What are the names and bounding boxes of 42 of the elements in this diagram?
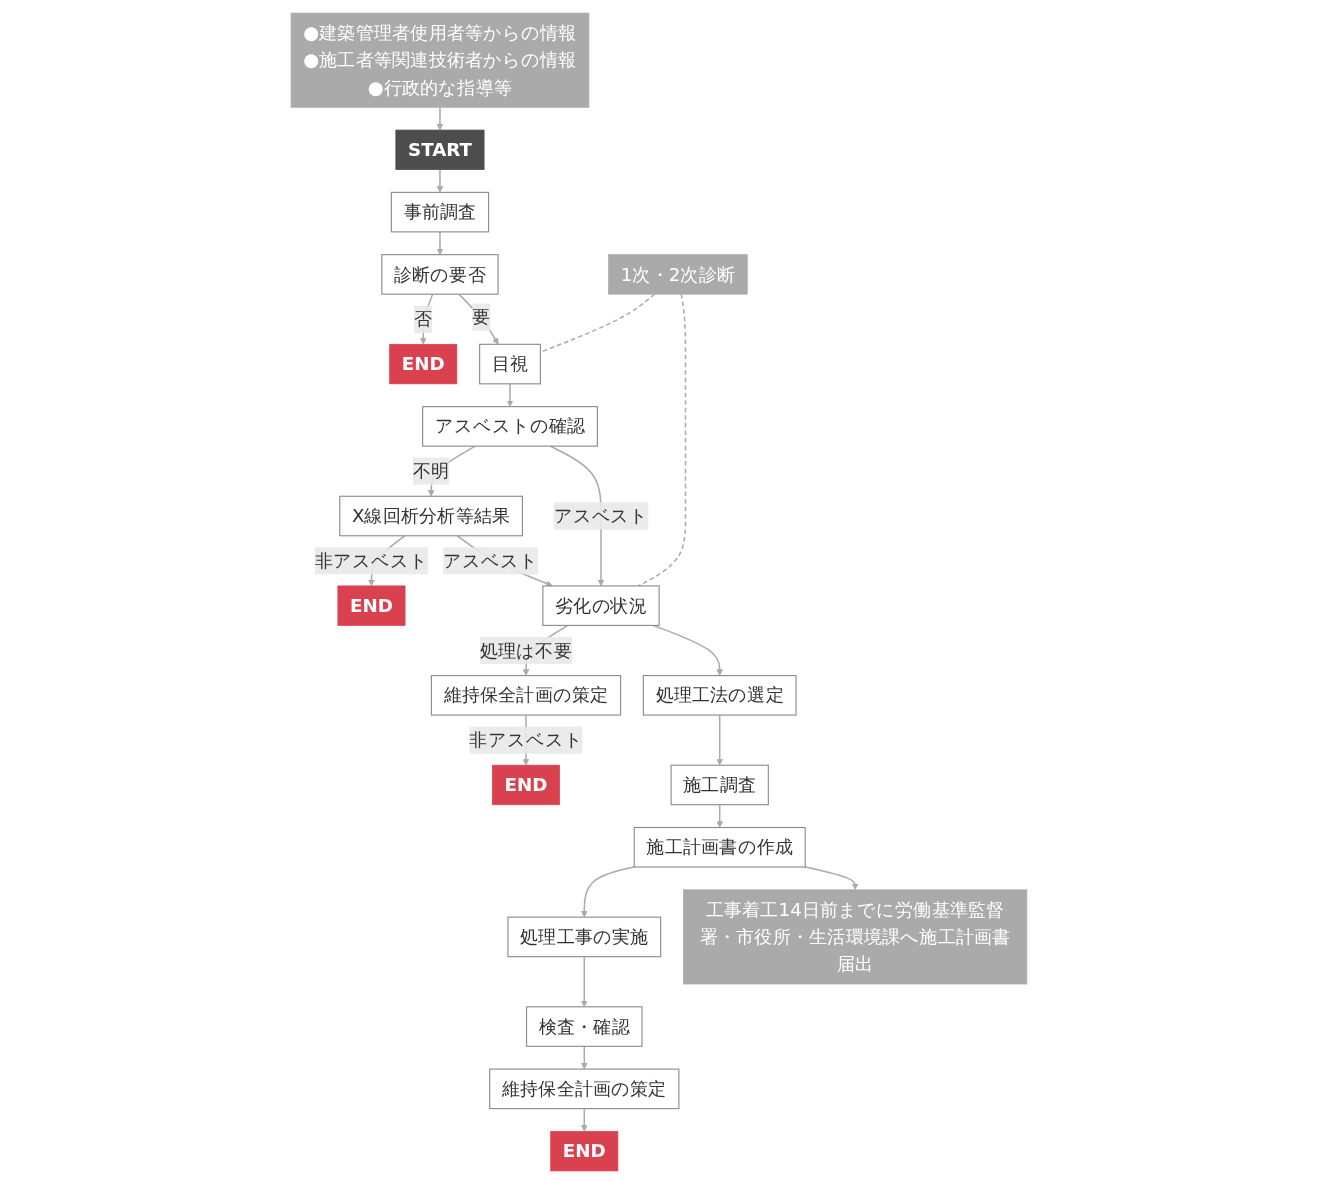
arrow: [457, 292, 499, 345]
arrow: [580, 955, 588, 1007]
node-box: END: [337, 585, 405, 626]
edge-label: 不明: [412, 460, 449, 482]
arrow: [580, 1045, 588, 1069]
edge-label: 処理は不要: [479, 639, 572, 661]
node-box: END: [388, 343, 457, 384]
node-box: 維持保全計画の策定: [430, 674, 621, 716]
edge-label: 否: [413, 308, 432, 330]
arrow: [715, 713, 723, 765]
node-box: END: [549, 1130, 618, 1171]
edge-label: アスベスト: [442, 549, 538, 571]
arrow: [803, 865, 858, 890]
edge-label: 非アスベスト: [468, 729, 583, 751]
node-box: 劣化の状況: [541, 584, 660, 626]
arrow: [436, 168, 443, 193]
node-box: 事前調査: [390, 191, 489, 232]
edge-label: 要: [471, 306, 491, 328]
node-box: 工事着工14日前までに労働基準監督署・市役所・生活環境課へ施工計画書届出: [682, 888, 1027, 984]
node-box: 目視: [478, 343, 541, 384]
edge-label: 非アスベスト: [314, 549, 428, 571]
arrow: [715, 803, 723, 828]
node-box: 施工調査: [670, 764, 769, 805]
node-box: 処理工法の選定: [642, 674, 797, 716]
node-box: START: [395, 129, 484, 170]
arrow: [436, 106, 443, 130]
node-box: 施工計画書の作成: [633, 826, 806, 868]
arrow: [506, 382, 513, 407]
arrow: [580, 1107, 588, 1132]
node-box: 1次・2次診断: [607, 253, 748, 295]
node-box: 診断の要否: [380, 253, 499, 295]
node-box: 検査・確認: [525, 1005, 643, 1047]
node-box: 維持保全計画の策定: [488, 1068, 679, 1109]
arrow: [436, 230, 443, 255]
node-box: END: [491, 764, 560, 805]
edge-label: アスベスト: [553, 504, 649, 527]
node-box: 処理工事の実施: [506, 916, 661, 957]
arrow: [652, 624, 723, 676]
arrow: [580, 865, 635, 917]
node-box: ●建築管理者使用者等からの情報 ●施工者等関連技術者からの情報 ●行政的な指導等: [290, 12, 589, 108]
node-box: X線回析分析等結果: [338, 495, 523, 536]
node-box: アスベストの確認: [421, 405, 598, 447]
